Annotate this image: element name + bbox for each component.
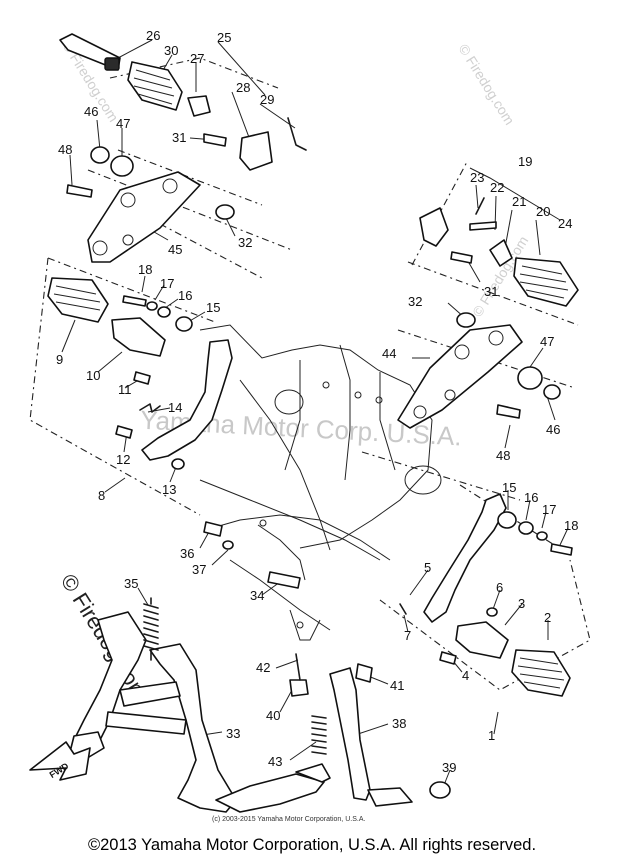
callout-35: 35 [124,576,138,591]
callout-23: 23 [470,170,484,185]
callout-46-top: 46 [84,104,98,119]
assembly-outlines [29,57,591,691]
callout-34: 34 [250,588,264,603]
side-stand-38 [203,521,451,807]
callout-22: 22 [490,180,504,195]
holder-right [419,207,449,247]
callout-19: 19 [518,154,532,169]
callout-12: 12 [116,452,130,467]
callout-25: 25 [217,30,231,45]
callout-39: 39 [442,760,456,775]
callout-8: 8 [98,488,105,503]
footpeg-rubber-2 [511,649,571,697]
rear-footrest-right-assembly [419,197,579,328]
watermark-fine-print: (c) 2003-2015 Yamaha Motor Corporation, … [212,816,365,823]
footpeg-rubber-right [513,257,579,307]
rear-footrest-left-assembly [59,33,307,198]
callout-20: 20 [536,204,550,219]
callout-42: 42 [256,660,270,675]
pedal-arm-10 [111,317,166,357]
callout-11: 11 [118,382,132,397]
footpeg-rubber [127,61,183,111]
stand-spring-35 [143,603,159,651]
pedal-pad-3 [455,621,509,659]
callout-2: 2 [544,610,551,625]
callout-15-right: 15 [502,480,516,495]
callout-48-top: 48 [58,142,72,157]
callout-46-right: 46 [546,422,560,437]
footrest-bar-end [104,57,120,71]
pedal-lever-right [423,493,507,623]
fwd-arrow: FWD [29,741,91,781]
callout-28: 28 [236,80,250,95]
pedal-lever [141,339,233,461]
callout-3: 3 [518,596,525,611]
callout-41: 41 [390,678,404,693]
holder-28 [239,131,273,171]
callout-31-right: 31 [484,284,498,299]
footrest-bracket-44 [397,324,561,429]
callout-16-left: 16 [178,288,192,303]
callout-48-right: 48 [496,448,510,463]
callout-13: 13 [162,482,176,497]
callout-18-right: 18 [564,518,578,533]
callout-37: 37 [192,562,206,577]
callout-9: 9 [56,352,63,367]
callout-15-left: 15 [206,300,220,315]
callout-1: 1 [488,728,495,743]
brake-pedal-assembly-right [399,493,573,697]
callout-45: 45 [168,242,182,257]
callout-30: 30 [164,43,178,58]
callout-5: 5 [424,560,431,575]
callout-29: 29 [260,92,274,107]
callout-21: 21 [512,194,526,209]
callout-6: 6 [496,580,503,595]
callout-16-right: 16 [524,490,538,505]
callout-26: 26 [146,28,160,43]
callout-31-top: 31 [172,130,186,145]
footrest-bracket-45 [87,171,235,263]
callout-47-top: 47 [116,116,130,131]
callout-32-top: 32 [238,235,252,250]
callout-33: 33 [226,726,240,741]
callout-4: 4 [462,668,469,683]
callout-18-left: 18 [138,262,152,277]
callout-24: 24 [558,216,572,231]
watermark-side-right-top: © Firedog.com [455,41,517,128]
callout-40: 40 [266,708,280,723]
callout-32-right: 32 [408,294,422,309]
callout-7: 7 [404,628,411,643]
footpeg-rubber-9 [47,277,109,323]
callout-14: 14 [168,400,182,415]
copyright-footer: ©2013 Yamaha Motor Corporation, U.S.A. A… [87,836,537,854]
bracket-27 [187,95,211,117]
callout-43: 43 [268,754,282,769]
callout-10: 10 [86,368,100,383]
brake-pedal-assembly-left [47,277,233,470]
callout-17-left: 17 [160,276,174,291]
callout-47-right: 47 [540,334,554,349]
center-stand-33 [69,597,331,813]
callout-27: 27 [190,51,204,66]
callout-44: 44 [382,346,396,361]
callout-17-right: 17 [542,502,556,517]
frame [199,324,442,641]
side-stand-spring-43 [311,715,327,755]
part-callouts: 26 25 30 27 28 29 31 46 47 48 45 32 19 2… [56,28,578,775]
callout-36: 36 [180,546,194,561]
callout-38: 38 [392,716,406,731]
